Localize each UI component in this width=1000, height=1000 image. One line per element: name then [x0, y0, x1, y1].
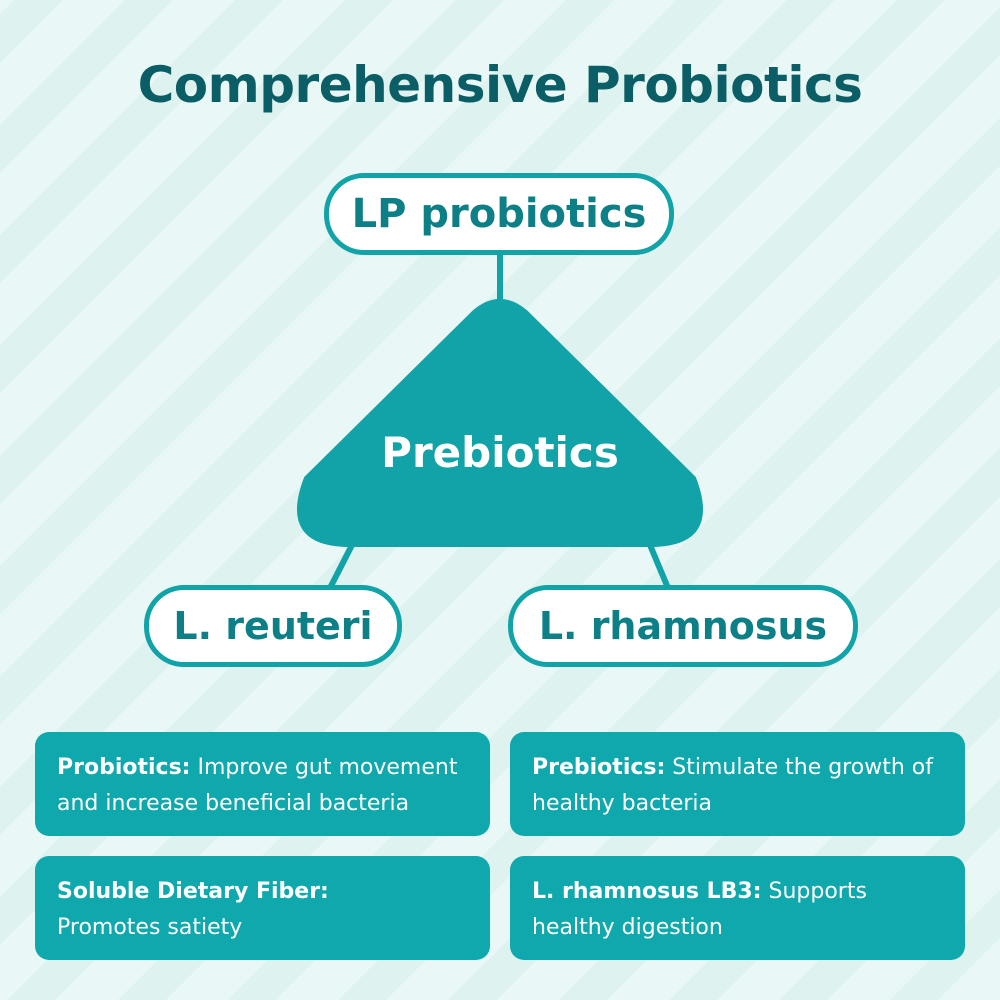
- card-label: Probiotics:: [57, 755, 191, 780]
- lp-probiotics-label: LP probiotics: [351, 191, 647, 237]
- info-card-l-rhamnosus-lb3: L. rhamnosus LB3: Supports healthy diges…: [510, 856, 965, 960]
- card-label: L. rhamnosus LB3:: [532, 879, 762, 904]
- l-rhamnosus-node: L. rhamnosus: [508, 585, 858, 667]
- connector-right: [647, 543, 671, 590]
- card-text: Stimulate the growth of healthy bacteria: [532, 755, 933, 816]
- card-text: Improve gut movement and increase benefi…: [57, 755, 458, 816]
- card-text: Supports healthy digestion: [532, 879, 867, 940]
- info-card-prebiotics: Prebiotics: Stimulate the growth of heal…: [510, 732, 965, 836]
- prebiotics-triangle: [297, 299, 703, 547]
- card-text: Promotes satiety: [57, 915, 243, 940]
- connector-left: [327, 543, 355, 590]
- hierarchy-diagram: [297, 255, 703, 590]
- l-reuteri-label: L. reuteri: [173, 604, 373, 648]
- card-label: Prebiotics:: [532, 755, 666, 780]
- card-label: Soluble Dietary Fiber:: [57, 879, 329, 904]
- l-reuteri-node: L. reuteri: [144, 585, 402, 667]
- info-card-probiotics: Probiotics: Improve gut movement and inc…: [35, 732, 490, 836]
- l-rhamnosus-label: L. rhamnosus: [538, 604, 828, 648]
- info-card-soluble-fiber: Soluble Dietary Fiber: Promotes satiety: [35, 856, 490, 960]
- page-title: Comprehensive Probiotics: [137, 56, 863, 114]
- prebiotics-node-label: Prebiotics: [381, 428, 619, 477]
- lp-probiotics-node: LP probiotics: [324, 173, 674, 255]
